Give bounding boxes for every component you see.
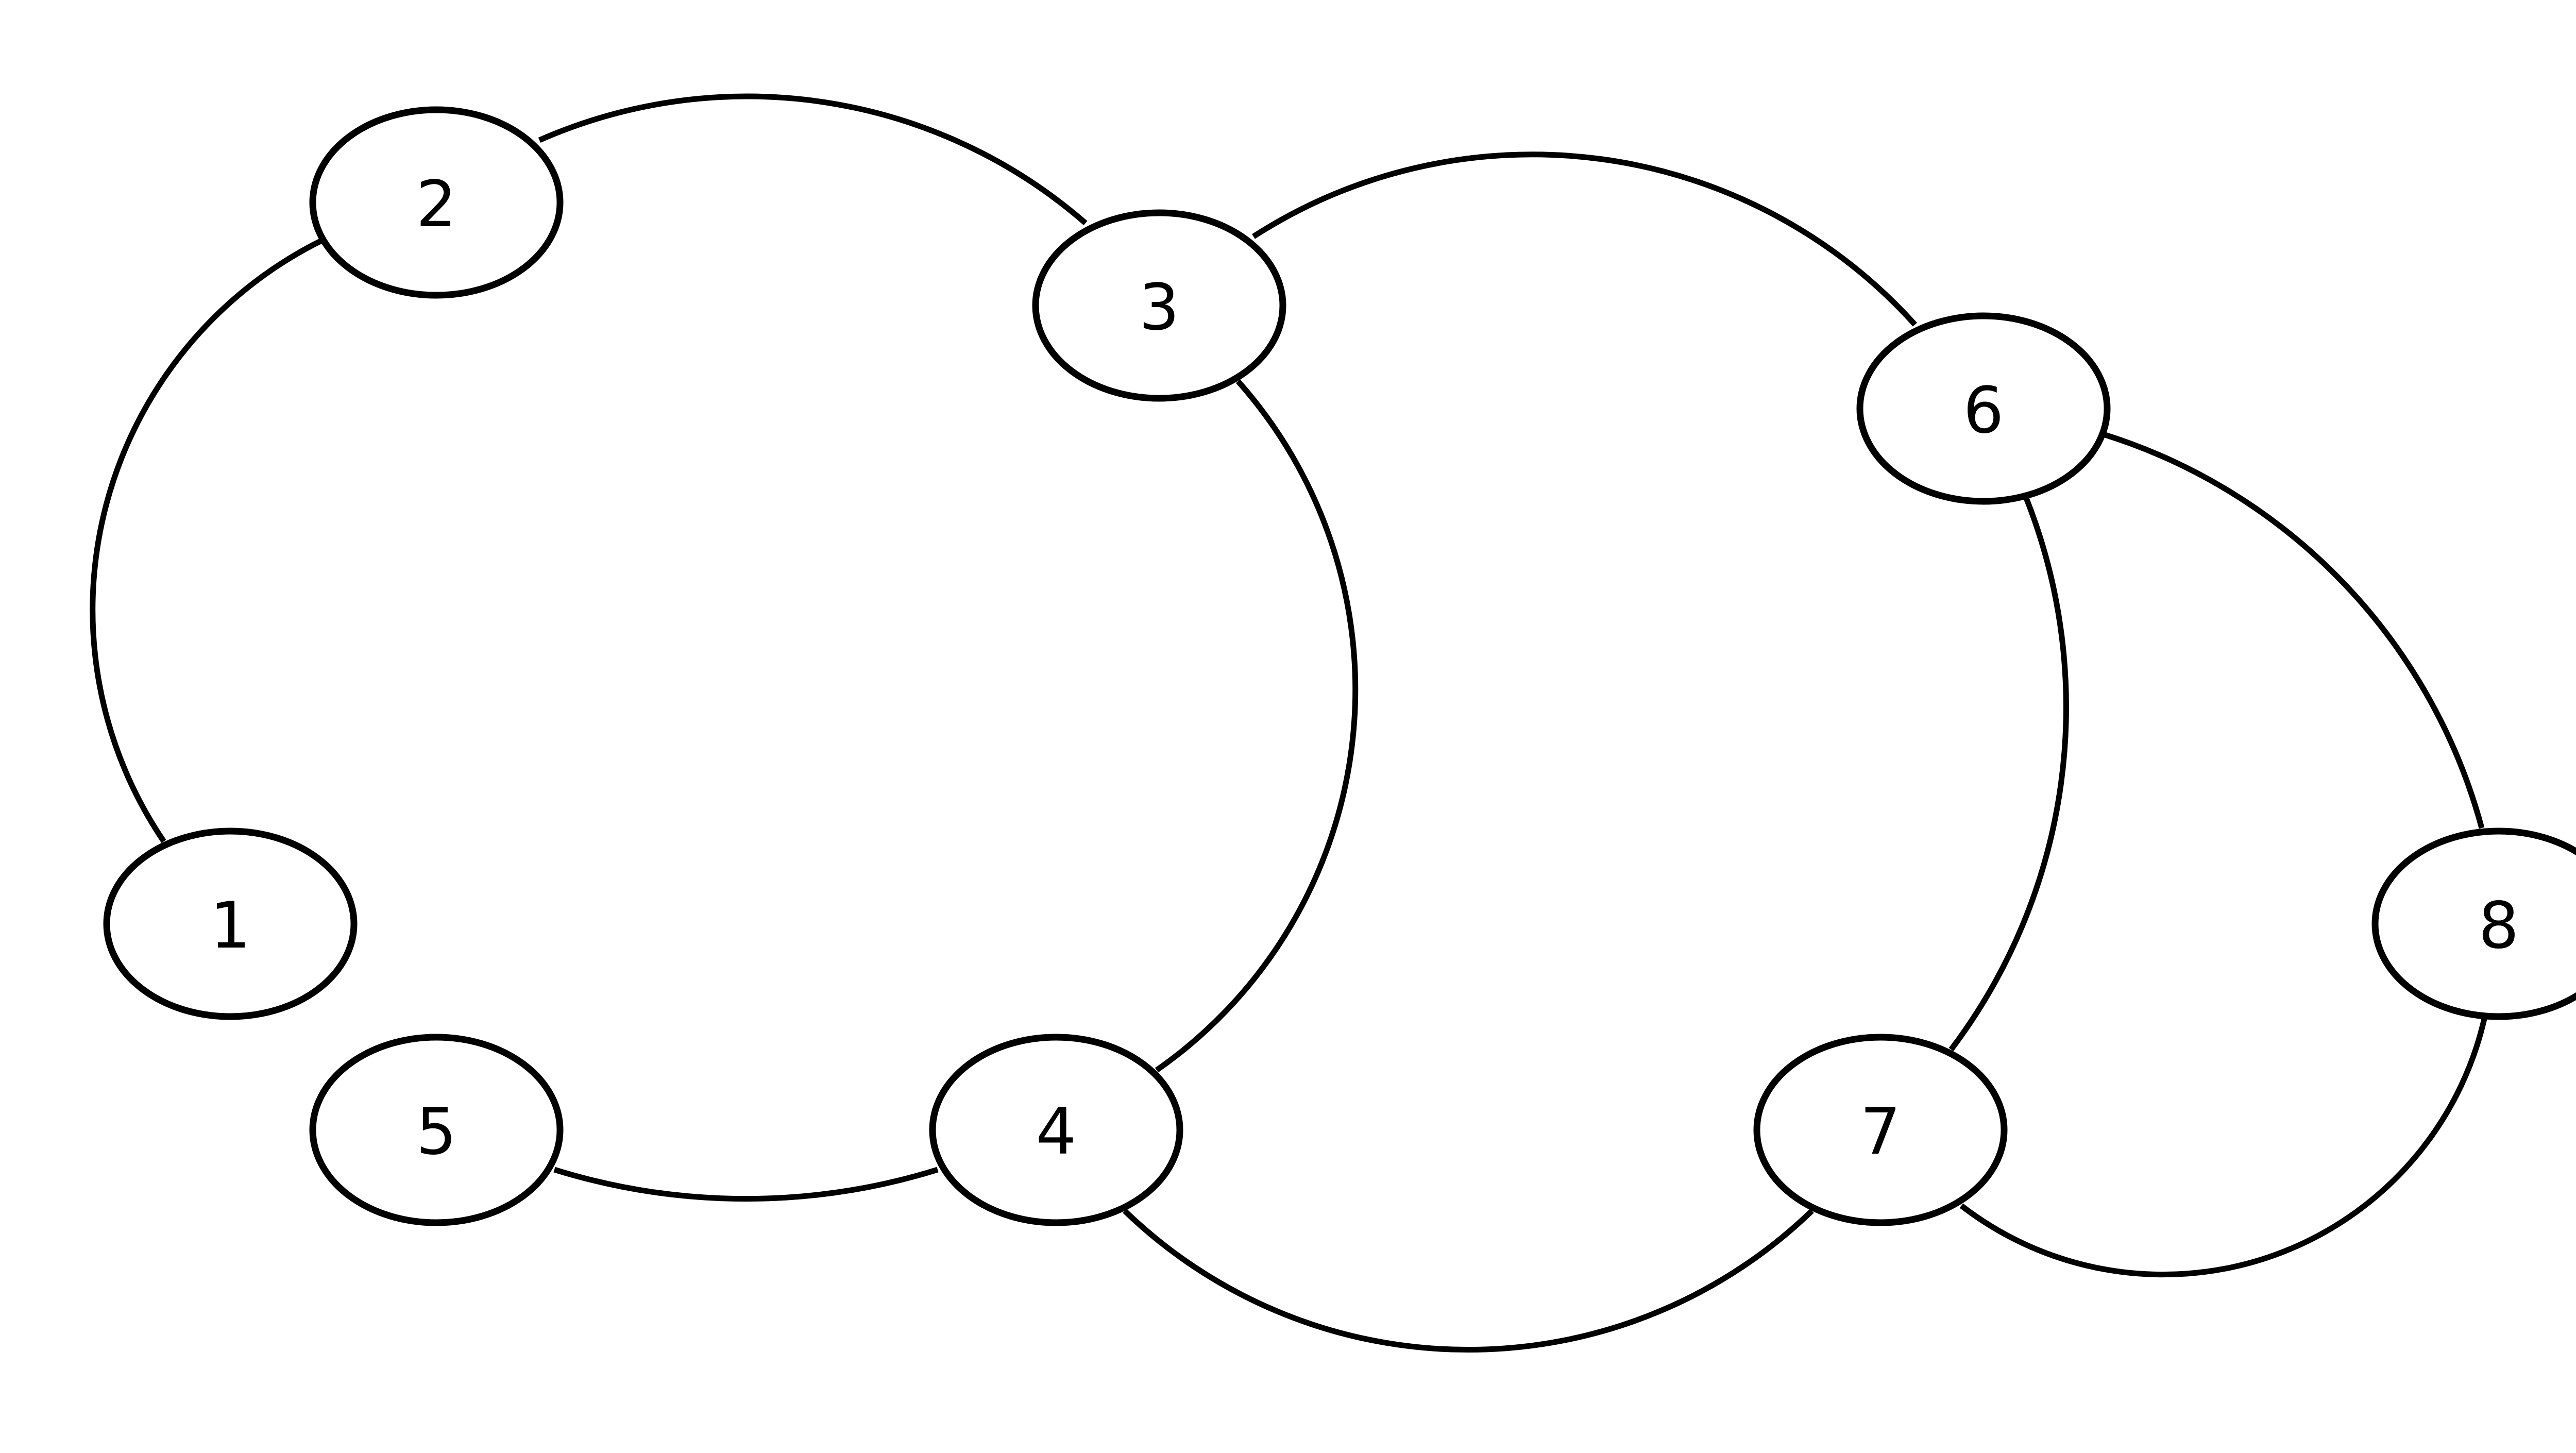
edge-7-8 <box>1959 1016 2488 1278</box>
node-3: 3 <box>1032 209 1286 402</box>
node-5-label: 5 <box>416 1095 457 1169</box>
node-4-ellipse <box>929 1034 1183 1226</box>
node-8: 8 <box>2371 827 2576 1020</box>
node-4: 4 <box>929 1034 1183 1226</box>
edge-4-7 <box>1123 1209 1814 1353</box>
node-1-label: 1 <box>210 889 251 963</box>
node-6-ellipse <box>1856 312 2111 505</box>
edge-3-6 <box>1252 151 1918 327</box>
node-2: 2 <box>309 106 564 299</box>
nodes-layer: 1 2 3 4 5 6 7 8 <box>103 106 2576 1226</box>
edge-4-5 <box>553 1167 939 1202</box>
node-7: 7 <box>1753 1034 2008 1226</box>
node-7-ellipse <box>1753 1034 2008 1226</box>
node-5: 5 <box>309 1034 564 1226</box>
edges-layer <box>90 93 2488 1353</box>
node-6: 6 <box>1856 312 2111 505</box>
edge-1-2 <box>90 236 326 843</box>
edge-6-8 <box>2103 431 2485 829</box>
node-8-ellipse <box>2371 827 2576 1020</box>
node-8-label: 8 <box>2479 889 2519 963</box>
node-2-ellipse <box>309 106 564 299</box>
node-1: 1 <box>103 827 358 1020</box>
edge-2-3 <box>538 93 1088 226</box>
edge-3-4 <box>1155 379 1359 1073</box>
node-3-ellipse <box>1032 209 1286 402</box>
node-6-label: 6 <box>1963 374 2004 448</box>
node-2-label: 2 <box>416 167 457 242</box>
node-1-ellipse <box>103 827 358 1020</box>
node-4-label: 4 <box>1036 1095 1077 1169</box>
node-7-label: 7 <box>1860 1095 1901 1169</box>
edge-6-7 <box>1948 497 2069 1052</box>
node-3-label: 3 <box>1139 271 1180 345</box>
node-5-ellipse <box>309 1034 564 1226</box>
